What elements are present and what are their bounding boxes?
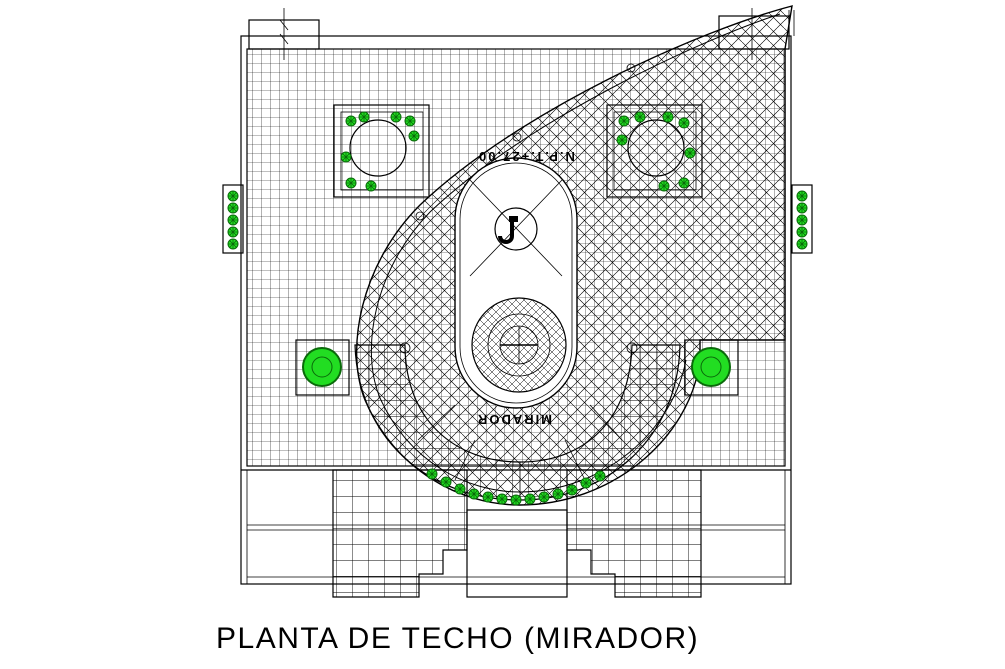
planter-top-right <box>606 104 703 198</box>
level-label: N.P.T.+27.00 <box>477 149 575 164</box>
stair-block-left <box>332 469 468 598</box>
planter-top-left <box>333 104 430 198</box>
tree-planter-left <box>295 339 350 396</box>
center-passage <box>466 509 568 598</box>
tree-planter-right <box>684 339 739 396</box>
side-planter-right <box>791 184 813 254</box>
hook-icon <box>498 216 518 244</box>
spiral-stair <box>471 297 567 393</box>
room-label: MIRADOR <box>476 412 552 427</box>
stair-block-right <box>566 469 702 598</box>
elevator-shaft <box>469 179 563 277</box>
side-planter-left <box>222 184 244 254</box>
drawing-title: PLANTA DE TECHO (MIRADOR) <box>216 622 700 655</box>
